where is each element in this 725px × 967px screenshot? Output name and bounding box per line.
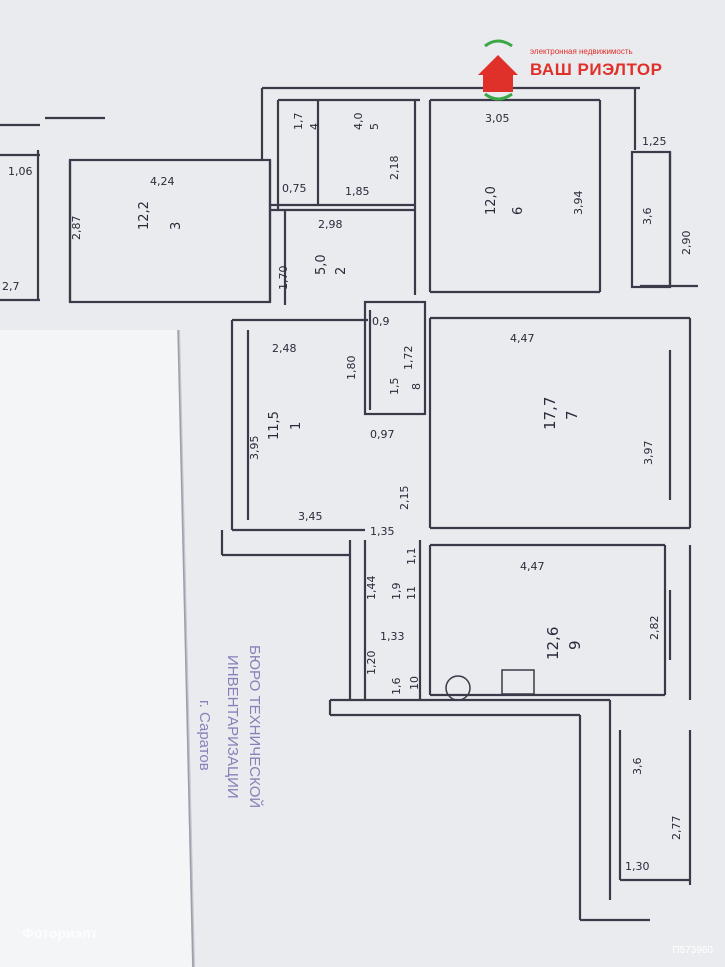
dim-1-1: 1,1 (405, 548, 418, 566)
room-3-number: 3 (169, 222, 184, 230)
walls (0, 86, 698, 922)
logo-tagline: электронная недвижимость (530, 47, 633, 56)
room-5-area: 4,0 (352, 113, 365, 131)
dim-4-47-top: 4,47 (510, 332, 535, 345)
dim-2-7: 2,7 (2, 280, 20, 293)
dim-0-9: 0,9 (372, 315, 390, 328)
room-labels: 12,2 3 1,7 4 4,0 5 5,0 2 12,0 6 3,6 1,5 … (137, 113, 654, 776)
dim-1-33: 1,33 (380, 630, 405, 643)
dim-1-25: 1,25 (642, 135, 667, 148)
dim-2-90: 2,90 (680, 231, 693, 256)
dim-1-06: 1,06 (8, 165, 33, 178)
stamp-line-1: БЮРО ТЕХНИЧЕСКОЙ (246, 645, 264, 808)
room-1-number: 1 (289, 422, 304, 430)
dim-2-48: 2,48 (272, 342, 297, 355)
dim-3-45: 3,45 (298, 510, 323, 523)
dim-3-97: 3,97 (642, 441, 655, 466)
room-5-number: 5 (368, 123, 381, 130)
balcony-2-area: 3,6 (631, 758, 644, 776)
stamp-line-2: ИНВЕНТАРИЗАЦИИ (224, 655, 241, 799)
room-10-number: 10 (408, 676, 421, 690)
dim-3-94: 3,94 (572, 191, 585, 216)
logo-house-icon (478, 39, 518, 101)
dim-1-70: 1,70 (277, 266, 290, 291)
stove-icon (501, 669, 535, 695)
dim-1-35: 1,35 (370, 525, 395, 538)
stamp-line-3: г. Саратов (196, 700, 213, 771)
room-7-number: 7 (563, 410, 581, 420)
paper-sheet-lower (0, 330, 192, 967)
room-2-number: 2 (334, 267, 349, 275)
room-6-area: 12,0 (484, 186, 499, 215)
photo-id: П573960 (672, 945, 713, 956)
dim-0-97: 0,97 (370, 428, 395, 441)
dim-3-95: 3,95 (248, 436, 261, 461)
dim-1-44: 1,44 (365, 576, 378, 601)
paper-edge (177, 329, 194, 967)
sink-icon (445, 675, 471, 701)
dim-2-77: 2,77 (670, 816, 683, 841)
logo-brand: ВАШ РИЭЛТОР (530, 60, 663, 79)
room-6-number: 6 (511, 207, 526, 215)
room-11-number: 11 (405, 586, 418, 600)
room-9-number: 9 (566, 640, 584, 650)
dim-0-75: 0,75 (282, 182, 307, 195)
room-1-area: 11,5 (267, 411, 282, 440)
room-4-area: 1,7 (292, 113, 305, 131)
dim-4-47-bottom: 4,47 (520, 560, 545, 573)
dim-2-98: 2,98 (318, 218, 343, 231)
inventory-stamp: БЮРО ТЕХНИЧЕСКОЙ ИНВЕНТАРИЗАЦИИ г. Сарат… (196, 645, 264, 808)
dim-2-18: 2,18 (388, 156, 401, 181)
dim-1-20: 1,20 (365, 651, 378, 676)
room-4-number: 4 (308, 123, 321, 130)
dim-1-80: 1,80 (345, 356, 358, 381)
dim-4-24: 4,24 (150, 175, 175, 188)
room-11-area: 1,9 (390, 583, 403, 601)
watermark-text: Фоториэлт (22, 925, 98, 941)
room-3-area: 12,2 (137, 201, 152, 230)
room-9-area: 12,6 (544, 627, 562, 660)
dim-1-72: 1,72 (402, 346, 415, 371)
dim-2-82: 2,82 (648, 616, 661, 641)
room-8-area: 1,5 (388, 378, 401, 396)
dim-1-30: 1,30 (625, 860, 650, 873)
dim-2-15: 2,15 (398, 486, 411, 511)
room-7-area: 17,7 (541, 397, 559, 430)
dim-3-05: 3,05 (485, 112, 510, 125)
dimension-labels: 1,06 4,24 2,87 3,05 1,25 3,94 2,90 2,18 … (2, 112, 693, 873)
balcony-1-area: 3,6 (641, 208, 654, 226)
dim-1-85: 1,85 (345, 185, 370, 198)
room-8-number: 8 (410, 383, 423, 390)
room-10-area: 1,6 (390, 678, 403, 696)
dim-2-87: 2,87 (70, 216, 83, 241)
room-2-area: 5,0 (314, 254, 329, 275)
